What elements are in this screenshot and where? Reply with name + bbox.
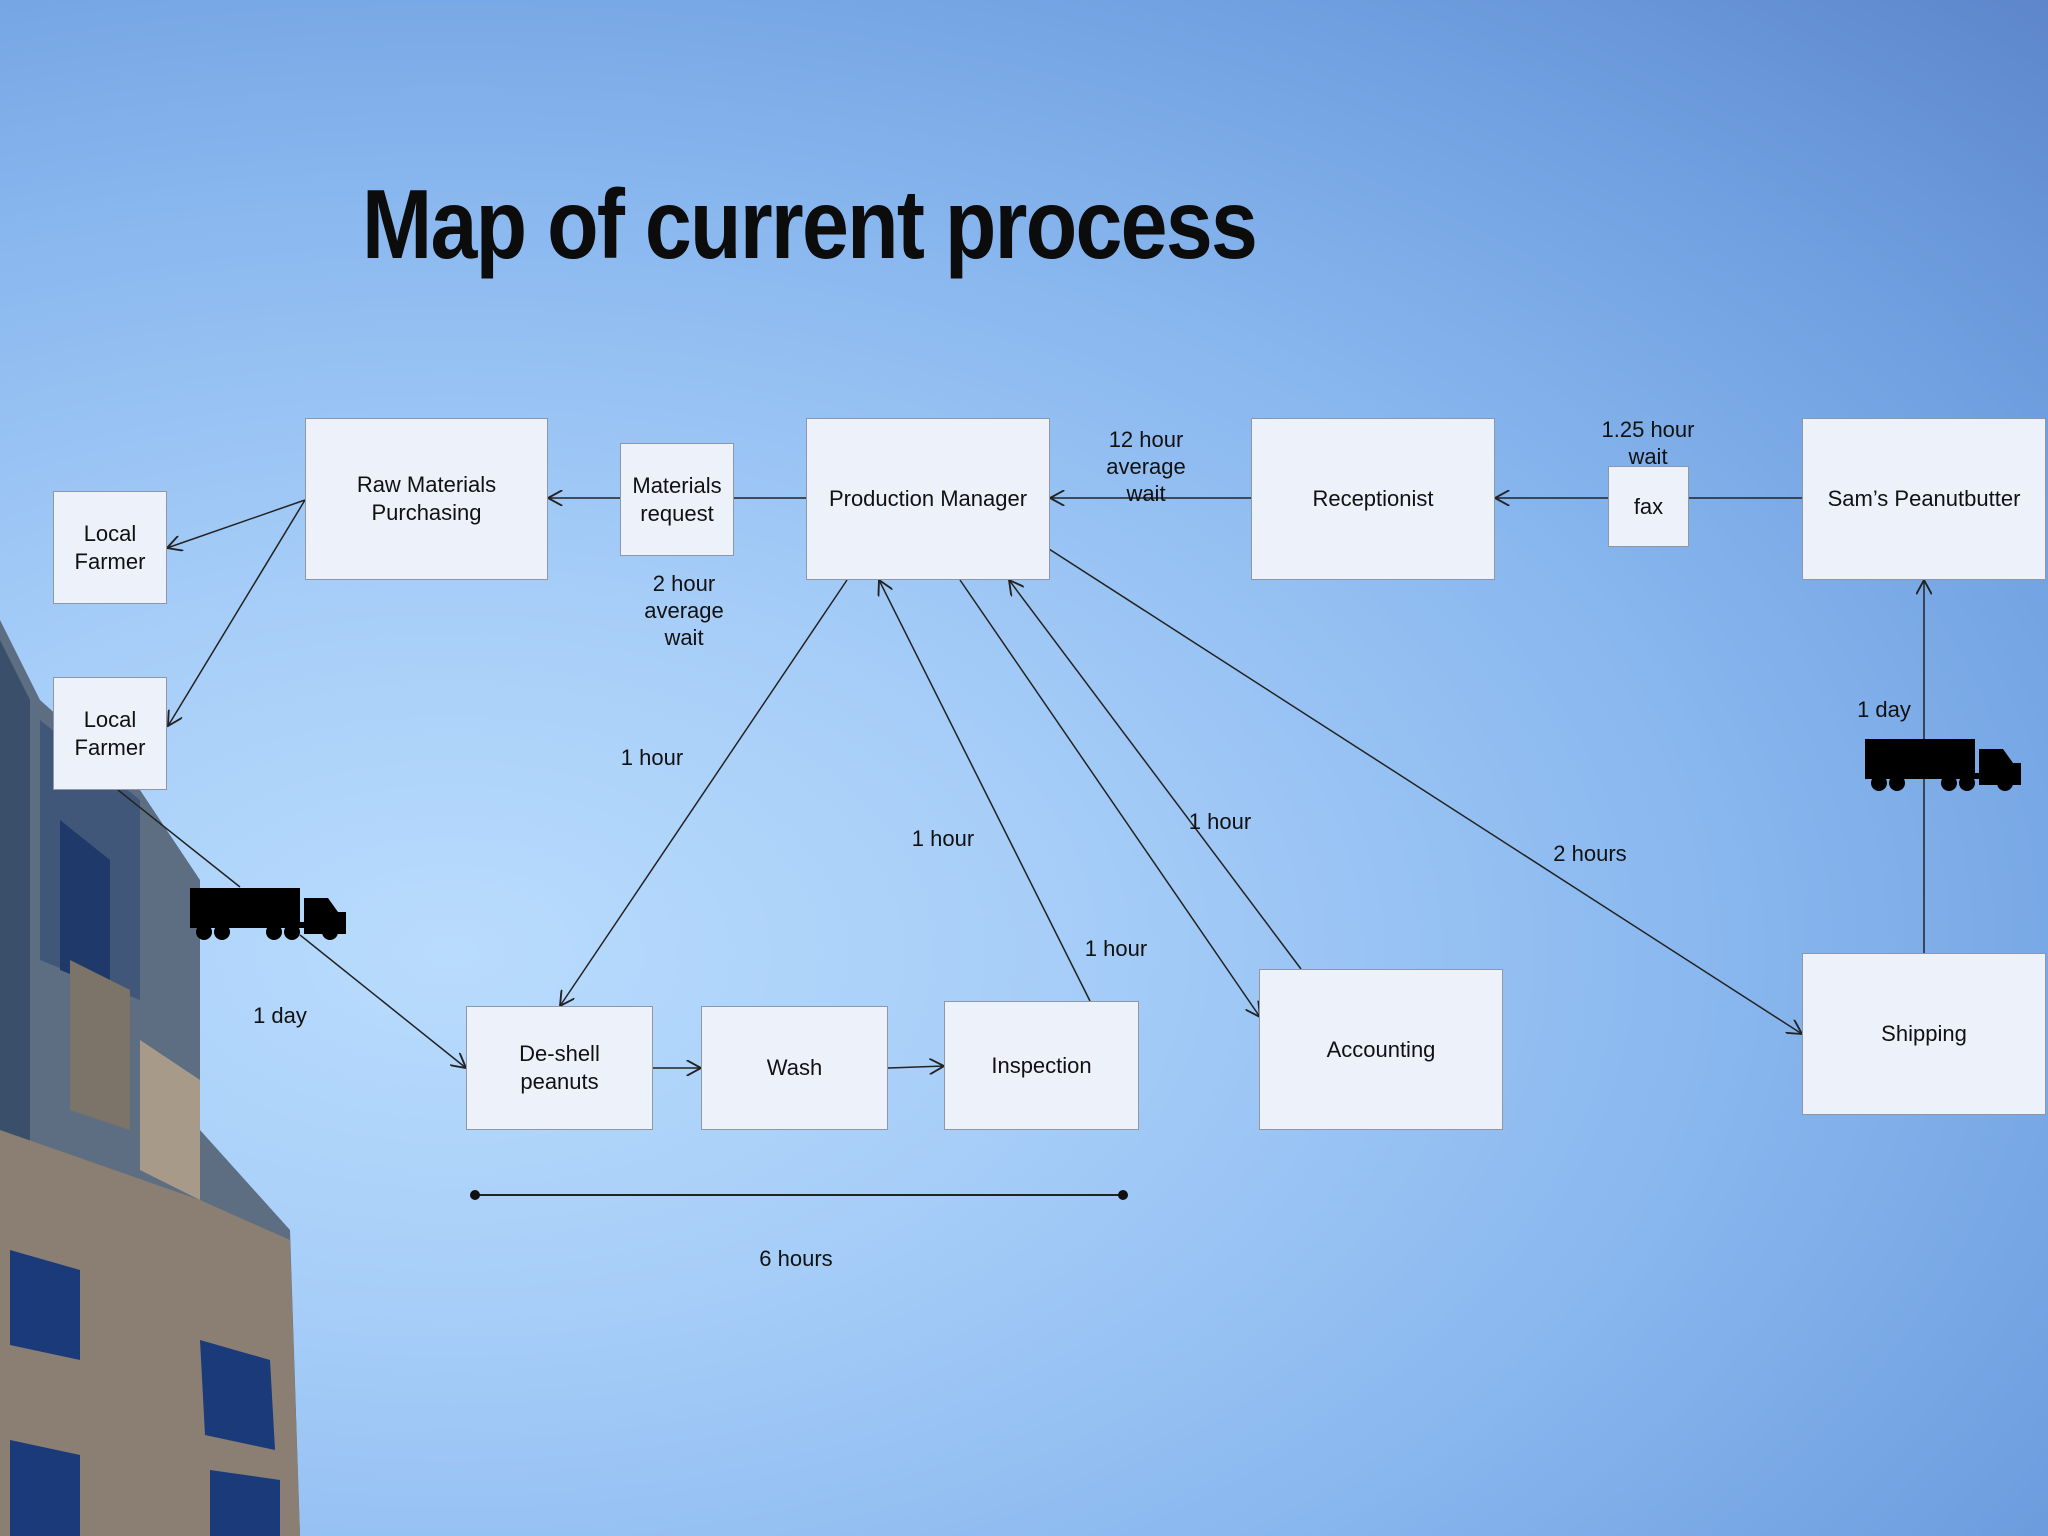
local-farmer-node: Local Farmer	[53, 491, 167, 604]
wash-node: Wash	[701, 1006, 888, 1130]
production-manager-node: Production Manager	[806, 418, 1050, 580]
duration-label: 1 day	[1857, 697, 1911, 722]
accounting-node: Accounting	[1259, 969, 1503, 1130]
timeline-label: 6 hours	[759, 1246, 833, 1271]
sams-peanutbutter-node: Sam’s Peanutbutter	[1802, 418, 2046, 580]
wait-label: 1.25 hour wait	[1601, 417, 1695, 469]
raw-materials-purchasing-node: Raw Materials Purchasing	[305, 418, 548, 580]
duration-label: 1 hour	[1084, 936, 1148, 961]
duration-label: 2 hours	[1553, 841, 1627, 866]
materials-request-node: Materials request	[620, 443, 734, 556]
truck-icon	[190, 888, 346, 940]
page-title: Map of current process	[362, 169, 1258, 279]
deshell-peanuts-node: De-shell peanuts	[466, 1006, 653, 1130]
fax-node: fax	[1608, 466, 1689, 547]
wait-label: 2 hour average wait	[644, 571, 724, 650]
duration-label: 1 day	[253, 1003, 307, 1028]
wait-label: 12 hour average wait	[1106, 427, 1186, 506]
inspection-node: Inspection	[944, 1001, 1139, 1130]
truck-icon	[1865, 739, 2021, 791]
duration-label: 1 hour	[1188, 809, 1252, 834]
local-farmer-node: Local Farmer	[53, 677, 167, 790]
duration-label: 1 hour	[620, 745, 684, 770]
receptionist-node: Receptionist	[1251, 418, 1495, 580]
shipping-node: Shipping	[1802, 953, 2046, 1115]
duration-label: 1 hour	[911, 826, 975, 851]
